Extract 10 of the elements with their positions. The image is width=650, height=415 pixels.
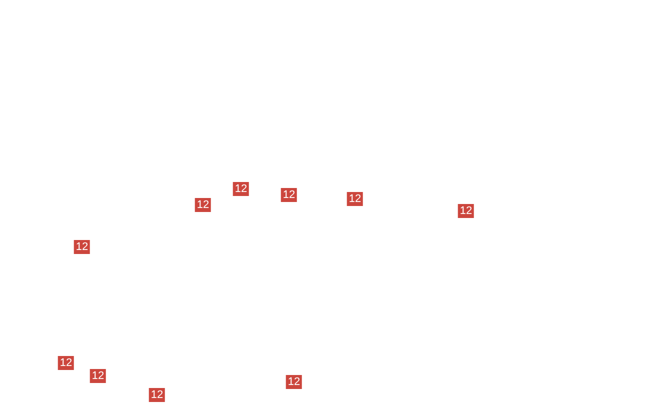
- route-number-marker: 12: [58, 356, 74, 370]
- route-number-marker: 12: [286, 375, 302, 389]
- route-number-marker: 12: [346, 192, 364, 206]
- route-number-marker: 12: [90, 369, 106, 383]
- route-number-marker: 12: [458, 204, 474, 218]
- route-number-marker: 12: [194, 198, 212, 212]
- route-number-marker: 12: [74, 240, 90, 254]
- route-number-marker: 12: [280, 188, 298, 202]
- route-number-marker: 12: [232, 182, 250, 196]
- route-number-marker: 12: [148, 388, 166, 402]
